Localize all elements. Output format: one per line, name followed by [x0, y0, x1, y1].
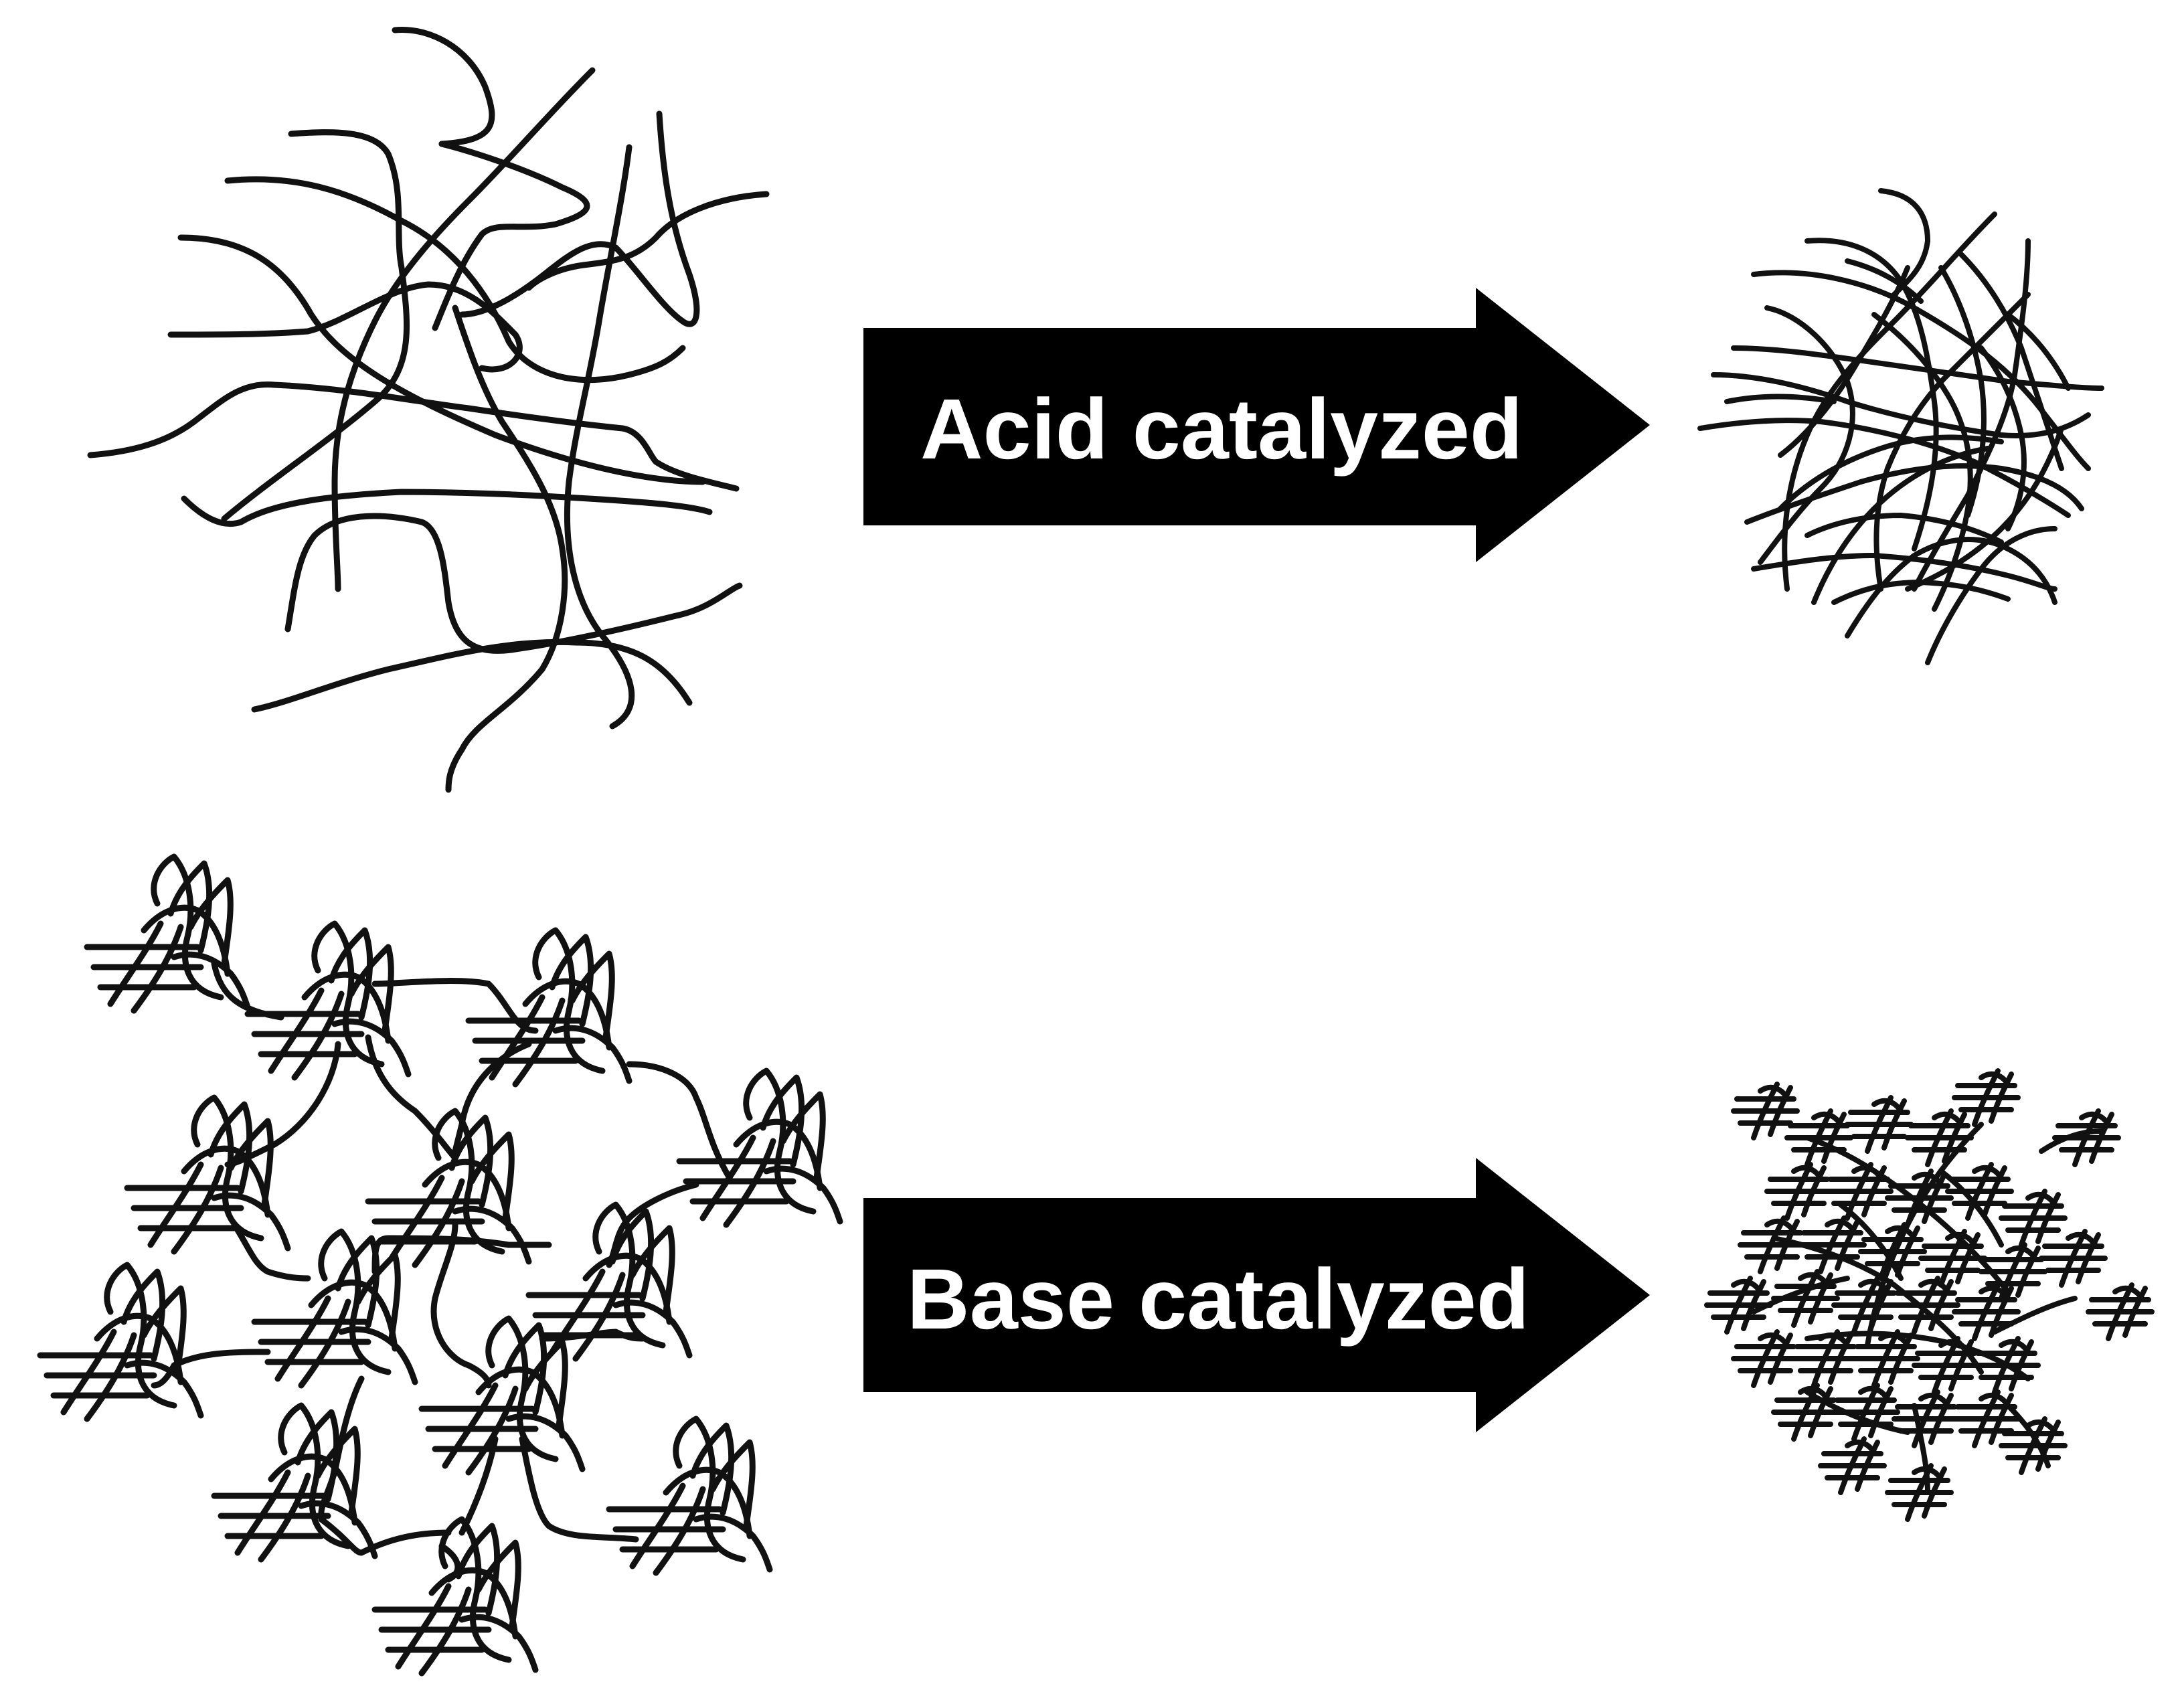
- branched-cluster: [529, 1205, 689, 1359]
- branched-cluster: [469, 930, 629, 1084]
- acid-catalyzed-label: Acid catalyzed: [920, 381, 1523, 477]
- base-catalyzed-arrow: Base catalyzed: [863, 1158, 1650, 1432]
- acid-catalyzed-arrow: Acid catalyzed: [863, 288, 1650, 562]
- acid-dense-tangle: [1697, 188, 2104, 665]
- branched-cluster: [248, 924, 408, 1078]
- branched-cluster: [679, 1071, 840, 1225]
- base-catalyzed-label: Base catalyzed: [907, 1252, 1529, 1347]
- branched-cluster: [40, 1265, 201, 1419]
- cluster-connectors: [151, 960, 733, 1583]
- branched-cluster: [127, 1098, 288, 1252]
- base-dense-aggregate: [1707, 1071, 2152, 1519]
- linear-polymer-network: [87, 26, 770, 793]
- branched-cluster: [375, 1519, 535, 1673]
- branched-cluster-network: [40, 857, 840, 1673]
- branched-cluster: [609, 1419, 770, 1573]
- branched-cluster: [214, 1405, 375, 1559]
